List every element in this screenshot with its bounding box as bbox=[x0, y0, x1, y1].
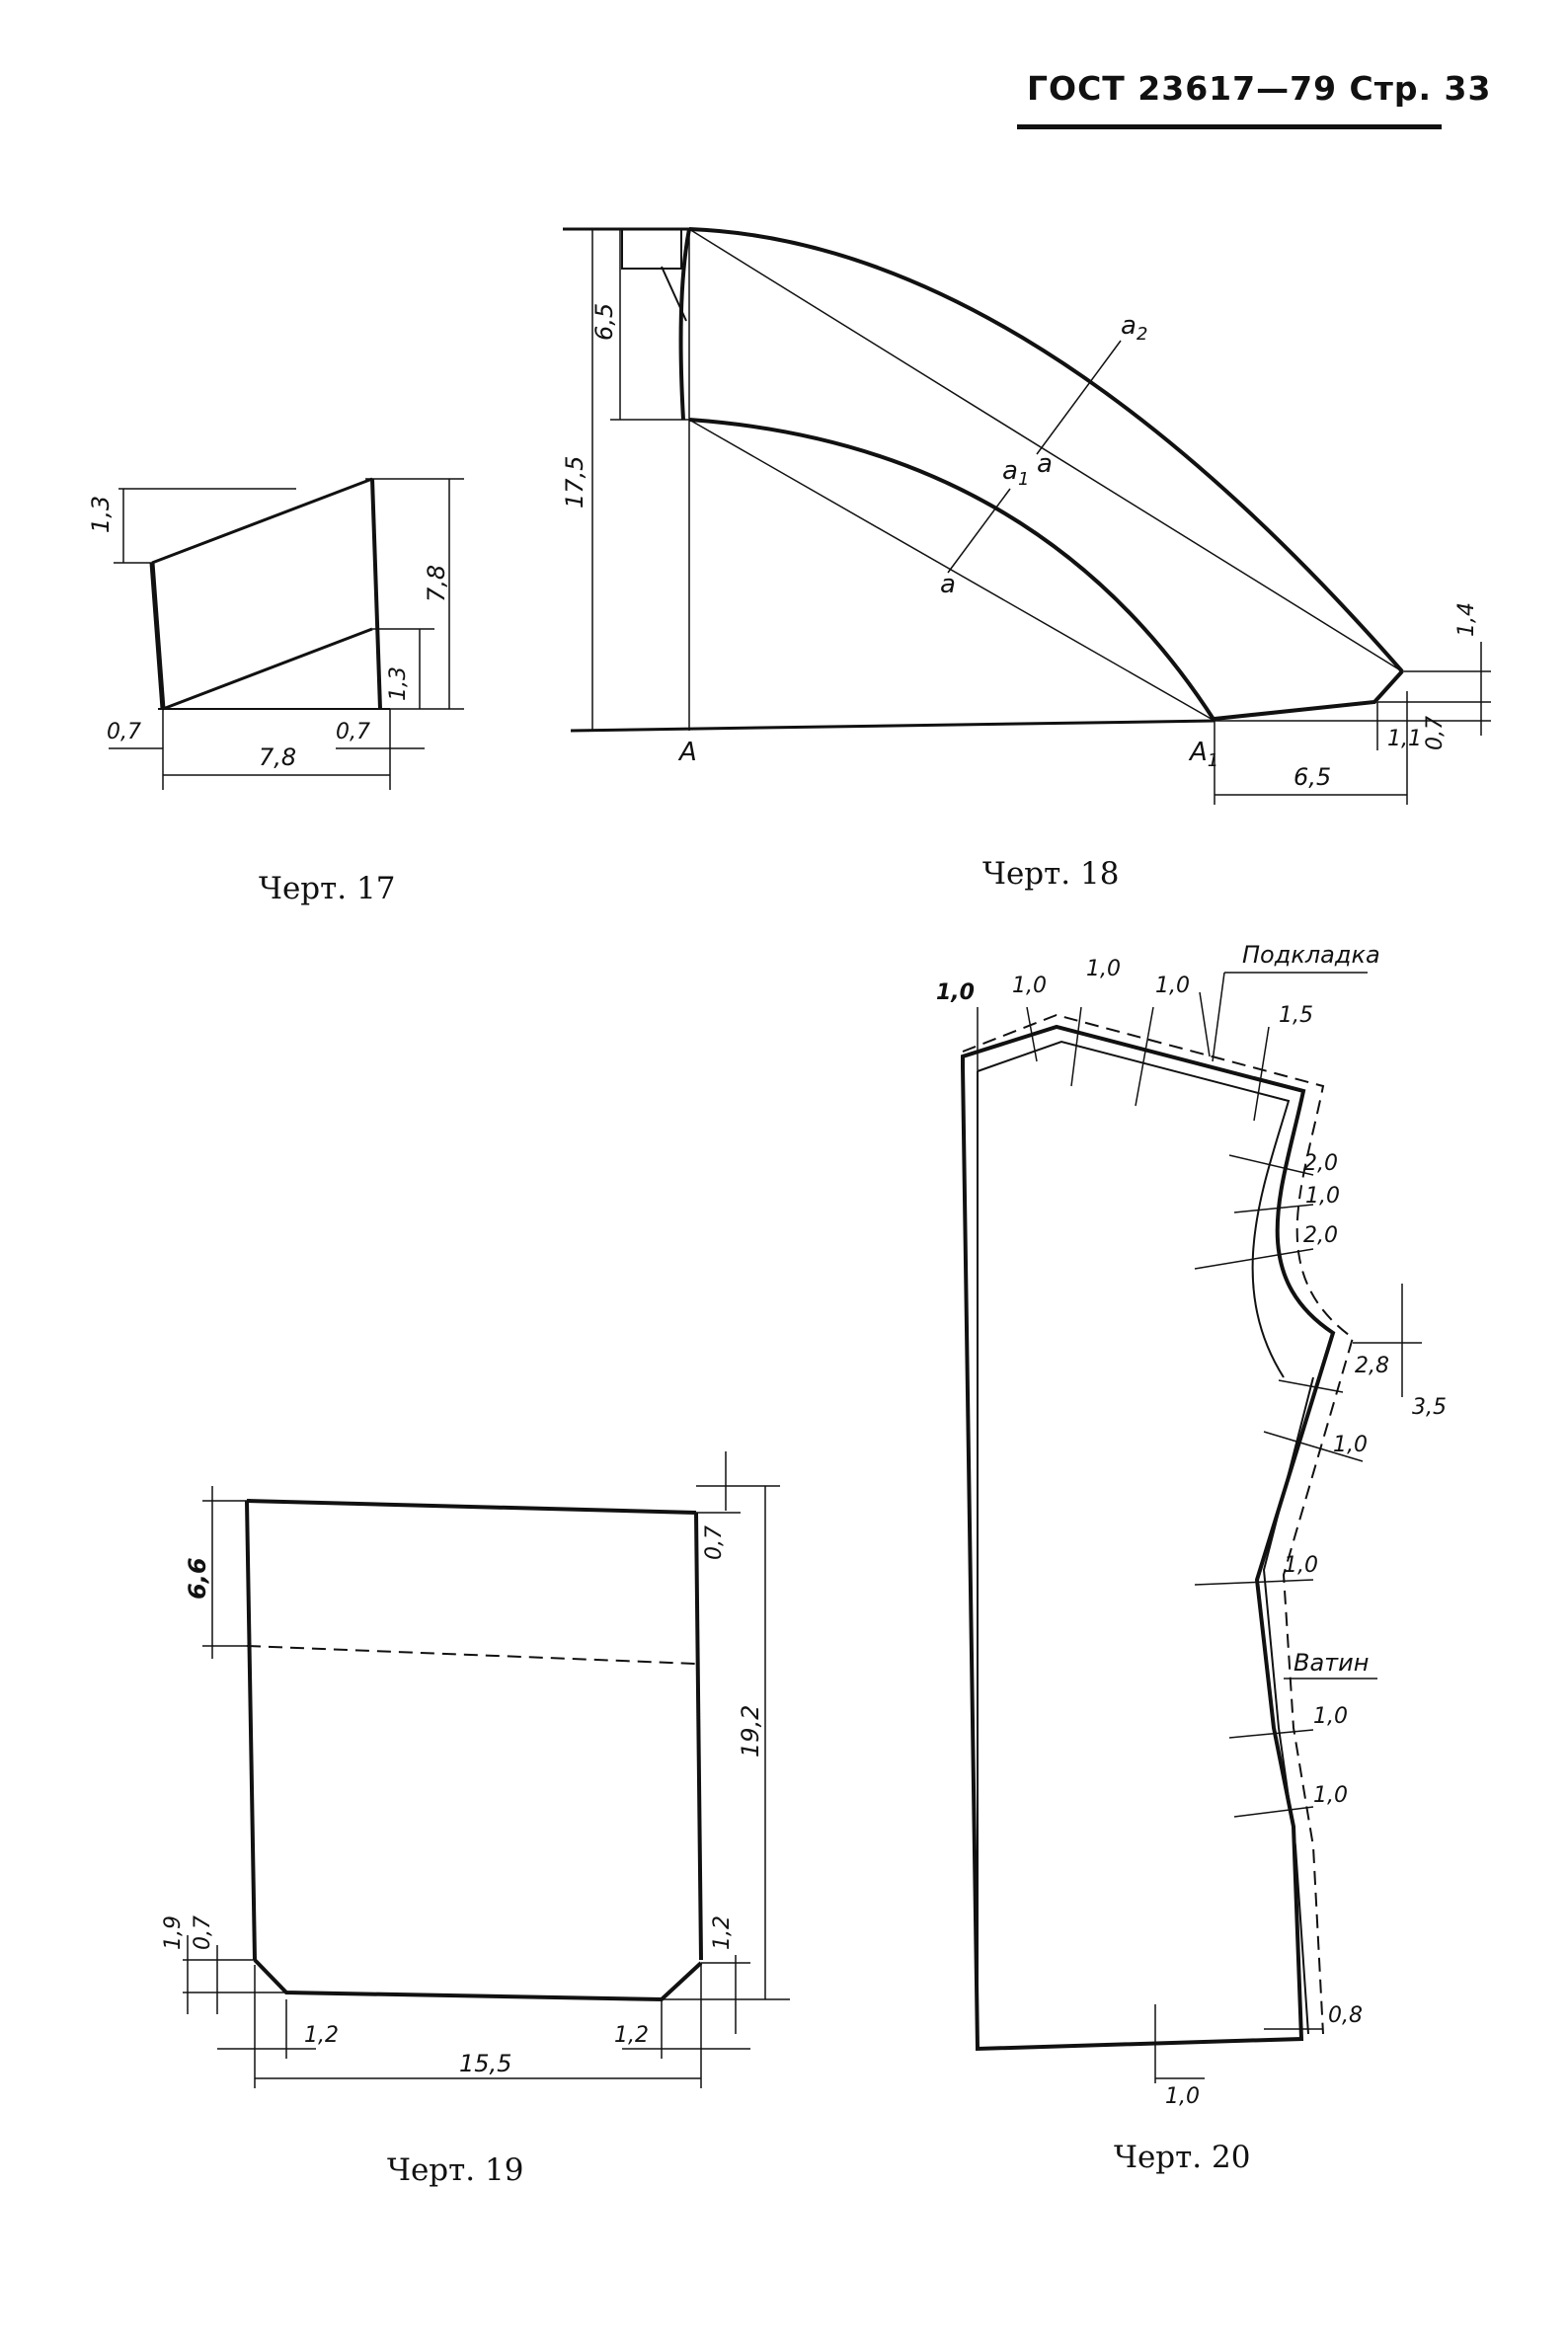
f20-dim-1: 1,0 bbox=[936, 980, 975, 1005]
f20-dim-8: 2,0 bbox=[1303, 1223, 1338, 1248]
f18-dim-4: 0,7 bbox=[1423, 716, 1448, 750]
page-header: ГОСТ 23617—79 Стр. 33 bbox=[1017, 65, 1490, 144]
figure-19 bbox=[183, 1451, 790, 2088]
f19-dim-2: 0,7 bbox=[702, 1525, 727, 1560]
header-rule bbox=[1017, 124, 1442, 129]
f20-dim-12: 1,0 bbox=[1284, 1553, 1318, 1578]
f20-dim-7: 1,0 bbox=[1305, 1184, 1340, 1209]
f20-dim-10: 3,5 bbox=[1412, 1395, 1447, 1420]
f19-caption: Черт. 19 bbox=[387, 2152, 523, 2188]
f17-dim-1: 1,3 bbox=[87, 496, 115, 533]
f18-dim-3: 1,4 bbox=[1454, 602, 1479, 637]
f18-caption: Черт. 18 bbox=[982, 856, 1119, 892]
f19-dim-1: 6,6 bbox=[184, 1557, 211, 1600]
f18-dim-6: 6,5 bbox=[1294, 763, 1331, 791]
f19-dim-8: 1,2 bbox=[614, 2023, 649, 2048]
f20-dim-9: 2,8 bbox=[1355, 1354, 1389, 1378]
f18-dim-1: 6,5 bbox=[590, 303, 618, 341]
f18-point-a-lower: a bbox=[940, 570, 956, 599]
f20-dim-4: 1,0 bbox=[1155, 974, 1190, 998]
f17-caption: Черт. 17 bbox=[259, 871, 395, 906]
f17-dim-6: 0,7 bbox=[336, 720, 370, 744]
f20-dim-5: 1,5 bbox=[1279, 1003, 1313, 1028]
f18-point-a1: a1 bbox=[1002, 456, 1029, 490]
f18-point-A1: A1 bbox=[1188, 738, 1218, 771]
f19-dim-6: 1,2 bbox=[710, 1915, 735, 1950]
f20-dim-2: 1,0 bbox=[1012, 974, 1047, 998]
f17-dim-4: 0,7 bbox=[107, 720, 141, 744]
figure-20 bbox=[961, 972, 1422, 2083]
figure-18 bbox=[563, 227, 1491, 805]
f19-dim-7: 1,2 bbox=[304, 2023, 339, 2048]
page-header-text: ГОСТ 23617—79 Стр. 33 bbox=[1027, 69, 1492, 108]
f18-dim-5: 1,1 bbox=[1387, 727, 1422, 751]
f19-dim-4: 1,9 bbox=[161, 1915, 186, 1950]
f17-dim-2: 7,8 bbox=[423, 565, 450, 602]
f20-label-lining: Подкладка bbox=[1242, 941, 1380, 969]
f20-caption: Черт. 20 bbox=[1114, 2140, 1250, 2175]
f20-dim-3: 1,0 bbox=[1086, 957, 1121, 981]
f17-dim-3: 1,3 bbox=[386, 666, 411, 701]
f20-label-batting: Ватин bbox=[1294, 1649, 1369, 1677]
f20-dim-15: 0,8 bbox=[1328, 2003, 1363, 2028]
f17-dim-5: 7,8 bbox=[259, 743, 296, 771]
f20-dim-16: 1,0 bbox=[1165, 2084, 1200, 2109]
f20-dim-11: 1,0 bbox=[1333, 1433, 1368, 1457]
f18-point-a2: a2 bbox=[1121, 311, 1147, 345]
f18-dim-2: 17,5 bbox=[561, 456, 588, 508]
f20-dim-13: 1,0 bbox=[1313, 1704, 1348, 1729]
f19-dim-9: 15,5 bbox=[459, 2050, 511, 2077]
figure-17 bbox=[109, 477, 464, 790]
f19-dim-3: 19,2 bbox=[737, 1705, 764, 1758]
f19-dim-5: 0,7 bbox=[191, 1915, 215, 1950]
f18-point-A: A bbox=[677, 738, 697, 767]
f18-point-a: a bbox=[1037, 449, 1053, 479]
f20-dim-14: 1,0 bbox=[1313, 1783, 1348, 1808]
f20-dim-6: 2,0 bbox=[1303, 1151, 1338, 1176]
